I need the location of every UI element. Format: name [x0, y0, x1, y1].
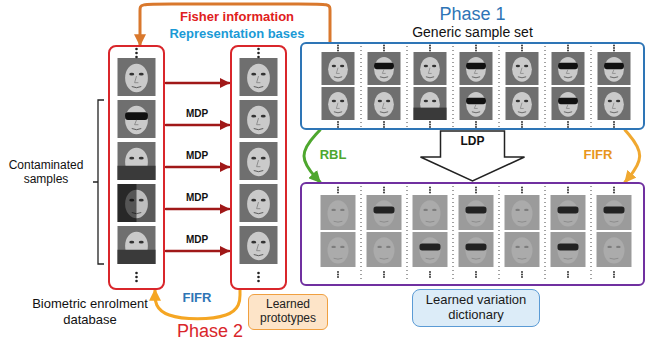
flow-arrow — [140, 4, 330, 45]
edge-label: MDP — [186, 108, 208, 120]
box-badge: Learned variation dictionary — [412, 289, 540, 327]
edge-label: FIFR — [183, 291, 212, 306]
flow-arrow — [166, 124, 229, 127]
flow-arrow — [166, 82, 229, 85]
enrolment-database-box: Biometric enrolment database — [108, 45, 165, 290]
flow-arrow — [166, 166, 229, 169]
variation-dictionary-box: Learned variation dictionary — [300, 182, 645, 286]
edge-label: FIFR — [584, 148, 613, 163]
edge-label: MDP — [186, 150, 208, 162]
bracket-label: Contaminated samples — [2, 158, 90, 187]
flow-arrow — [625, 130, 640, 182]
edge-label: RBL — [320, 148, 347, 163]
edge-label: Fisher information — [180, 10, 294, 25]
generic-sample-box: Phase 1Generic sample set — [300, 42, 645, 130]
flow-arrow — [155, 290, 240, 319]
edge-label: LDP — [461, 135, 485, 149]
annotation-label: Representation bases — [169, 27, 304, 42]
box-badge: Learned prototypes — [248, 294, 328, 330]
flow-arrow — [166, 250, 229, 253]
flow-arrow — [166, 208, 229, 211]
edge-label: MDP — [186, 234, 208, 246]
block-arrow — [421, 131, 525, 181]
flow-arrow — [304, 130, 320, 182]
box-caption: Biometric enrolment database — [26, 296, 154, 327]
edge-label: MDP — [186, 192, 208, 204]
section-heading: Phase 1 — [302, 4, 643, 24]
box-heading: Generic sample set — [302, 24, 643, 41]
prototype-box: Learned prototypes — [230, 45, 287, 290]
section-heading: Phase 2 — [177, 321, 243, 342]
